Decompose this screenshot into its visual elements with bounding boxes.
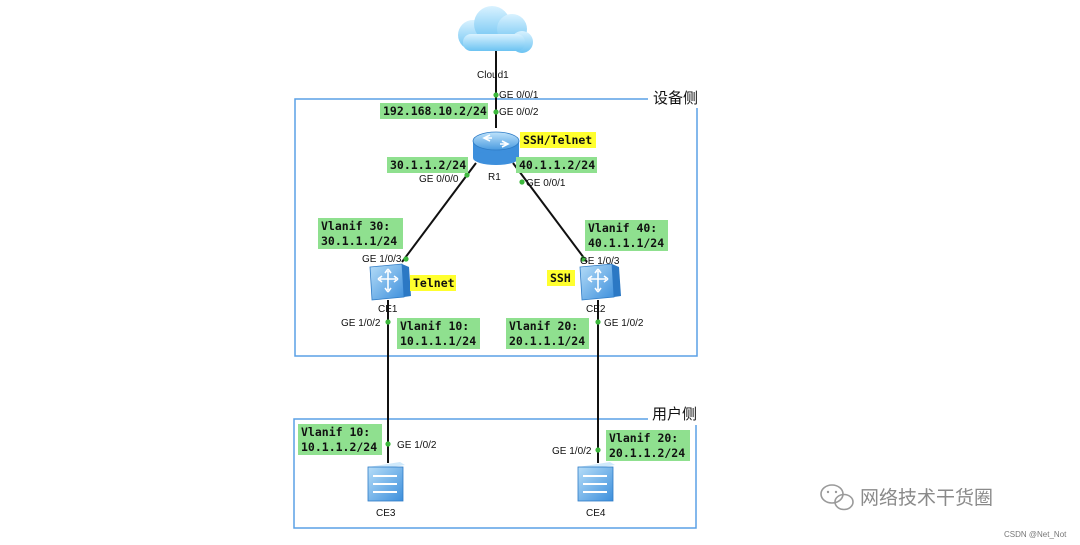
user-side-title: 用户侧: [652, 405, 697, 423]
port-label-ce1-up: GE 1/0/3: [362, 254, 402, 265]
ip-tag-bg: [516, 157, 597, 173]
ip-tag-bg: [298, 424, 382, 455]
port-label-ce3-up: GE 1/0/2: [397, 440, 437, 451]
ip-tag-bg: [585, 220, 668, 251]
ip-tag-ce3-vlanif10-line1: Vlanif 10:: [301, 425, 370, 439]
ip-tag-ce1-vlanif30-line1: Vlanif 30:: [321, 219, 390, 233]
port-label-ce4-up: GE 1/0/2: [552, 446, 592, 457]
ip-tag-r1-up: 192.168.10.2/24: [383, 104, 487, 118]
user-side-frame: [293, 418, 697, 529]
ip-tag-bg: [387, 157, 468, 173]
device-side-title: 设备侧: [653, 89, 698, 107]
cloud1-label: Cloud1: [477, 70, 509, 81]
ip-tag-r1-left: 30.1.1.2/24: [390, 158, 466, 172]
port-label-cloud: GE 0/0/1: [499, 90, 539, 101]
links: [387, 50, 599, 463]
ip-tag-r1-right: 40.1.1.2/24: [519, 158, 595, 172]
port-dot: [385, 441, 391, 447]
ip-tag-bg: [606, 430, 690, 461]
watermark: 网络技术干货圈 CSDN @Net_Not: [820, 484, 1067, 539]
port-label-ce2-up: GE 1/0/3: [580, 256, 620, 267]
user-side-zone: 用户侧: [293, 405, 704, 529]
ip-tag-ce2-vlanif40-line2: 40.1.1.1/24: [588, 236, 664, 250]
port-dot: [385, 319, 391, 325]
ip-tag-ce1-vlanif30-line2: 30.1.1.1/24: [321, 234, 397, 248]
r1-router[interactable]: R1: [472, 131, 520, 183]
port-dot: [519, 179, 525, 185]
ce2-switch[interactable]: CE2: [579, 263, 621, 315]
ip-tag-ce4-vlanif20-line2: 20.1.1.2/24: [609, 446, 685, 460]
ip-tags: 192.168.10.2/24 30.1.1.2/24 40.1.1.2/24 …: [298, 103, 690, 461]
port-label-ce2-down: GE 1/0/2: [604, 318, 644, 329]
port-dot: [595, 447, 601, 453]
switch-icon: [579, 263, 621, 301]
port-dot: [464, 172, 470, 178]
protocol-tag-bg: [410, 275, 456, 291]
port-labels: GE 0/0/1 GE 0/0/2 GE 0/0/0 GE 0/0/1 GE 1…: [341, 90, 644, 457]
protocol-tags: SSH/Telnet Telnet SSH: [410, 132, 596, 291]
ip-tag-bg: [318, 218, 403, 249]
port-label-ce1-down: GE 1/0/2: [341, 318, 381, 329]
ip-tag-ce2-vlanif20-line2: 20.1.1.1/24: [509, 334, 585, 348]
port-dot: [595, 319, 601, 325]
port-dot: [403, 256, 409, 262]
r1-label: R1: [488, 172, 501, 183]
ce3-switch[interactable]: CE3: [367, 462, 405, 519]
ip-tag-ce4-vlanif20-line1: Vlanif 20:: [609, 431, 678, 445]
ce2-label: CE2: [586, 304, 606, 315]
access-switch-icon: [367, 462, 405, 502]
ip-tag-ce1-vlanif10-line2: 10.1.1.1/24: [400, 334, 476, 348]
ip-tag-ce2-vlanif20-line1: Vlanif 20:: [509, 319, 578, 333]
port-label-r1-right: GE 0/0/1: [526, 178, 566, 189]
switch-icon: [369, 263, 411, 301]
cloud1-device[interactable]: Cloud1: [458, 6, 533, 81]
port-label-r1-left: GE 0/0/0: [419, 174, 459, 185]
ce3-label: CE3: [376, 508, 396, 519]
ce4-label: CE4: [586, 508, 606, 519]
protocol-tag-bg: [547, 270, 575, 286]
port-dot: [493, 109, 499, 115]
wechat-icon: [820, 484, 854, 511]
ip-tag-ce3-vlanif10-line2: 10.1.1.2/24: [301, 440, 377, 454]
protocol-tag-bg: [520, 132, 596, 148]
link-r1-ce1: [401, 162, 477, 263]
protocol-tag-r1: SSH/Telnet: [523, 133, 592, 147]
ce4-switch[interactable]: CE4: [577, 462, 615, 519]
ip-tag-bg: [506, 318, 589, 349]
watermark-credit: CSDN @Net_Not: [1004, 530, 1067, 539]
port-dot: [493, 92, 499, 98]
port-dot: [580, 256, 586, 262]
protocol-tag-ce1: Telnet: [413, 276, 455, 290]
ip-tag-ce2-vlanif40-line1: Vlanif 40:: [588, 221, 657, 235]
ce1-label: CE1: [378, 304, 398, 315]
port-label-r1-up: GE 0/0/2: [499, 107, 539, 118]
port-dots: [385, 92, 601, 453]
access-switch-icon: [577, 462, 615, 502]
router-icon: [472, 131, 520, 165]
link-r1-ce2: [512, 162, 588, 263]
ce1-switch[interactable]: CE1: [369, 263, 411, 315]
ip-tag-ce1-vlanif10-line1: Vlanif 10:: [400, 319, 469, 333]
ip-tag-bg: [380, 103, 488, 119]
protocol-tag-ce2: SSH: [550, 271, 571, 285]
cloud-icon: [458, 6, 533, 53]
ip-tag-bg: [397, 318, 480, 349]
watermark-brand: 网络技术干货圈: [860, 487, 993, 509]
